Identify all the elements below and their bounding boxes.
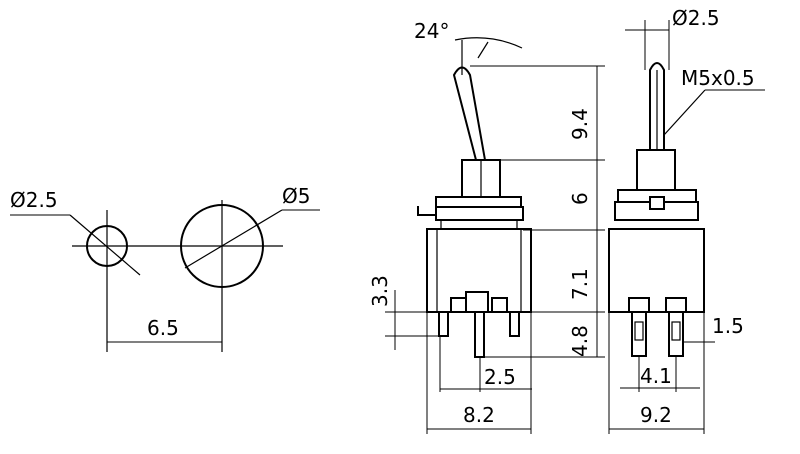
front-width-label: 9.2 xyxy=(640,403,672,427)
front-terminal-right xyxy=(668,311,684,357)
front-terminal-left xyxy=(631,311,647,357)
lever-height-label: 9.4 xyxy=(568,108,592,140)
large-hole-label: Ø5 xyxy=(282,184,310,208)
side-terminal-mid xyxy=(474,311,485,358)
side-terminal-right xyxy=(509,311,520,337)
front-view: Ø2.5 M5x0.5 1.5 4.1 9.2 xyxy=(608,6,765,434)
shaft-diameter-label: Ø2.5 xyxy=(672,6,720,30)
side-terminal-left xyxy=(438,311,449,337)
terminal-height-label: 4.8 xyxy=(568,325,592,357)
side-view: 24° xyxy=(368,19,605,434)
small-hole-label: Ø2.5 xyxy=(10,188,58,212)
side-width-label: 8.2 xyxy=(463,403,495,427)
side-lever xyxy=(452,66,487,161)
side-nut xyxy=(435,196,522,208)
terminal-width-label: 1.5 xyxy=(712,314,744,338)
angle-label: 24° xyxy=(414,19,449,43)
thread-label: M5x0.5 xyxy=(681,66,755,90)
front-pitch-label: 4.1 xyxy=(640,364,672,388)
terminal-gap-label: 3.3 xyxy=(368,275,392,307)
bushing-height-label: 6 xyxy=(568,192,592,205)
body-height-label: 7.1 xyxy=(568,268,592,300)
panel-cutout-view: Ø2.5 Ø5 6.5 xyxy=(10,184,320,352)
front-body xyxy=(608,228,705,313)
hole-spacing-label: 6.5 xyxy=(147,316,179,340)
angle-arc xyxy=(454,37,523,49)
side-pitch-label: 2.5 xyxy=(484,365,516,389)
front-lever xyxy=(649,62,665,151)
front-bushing xyxy=(636,149,676,191)
